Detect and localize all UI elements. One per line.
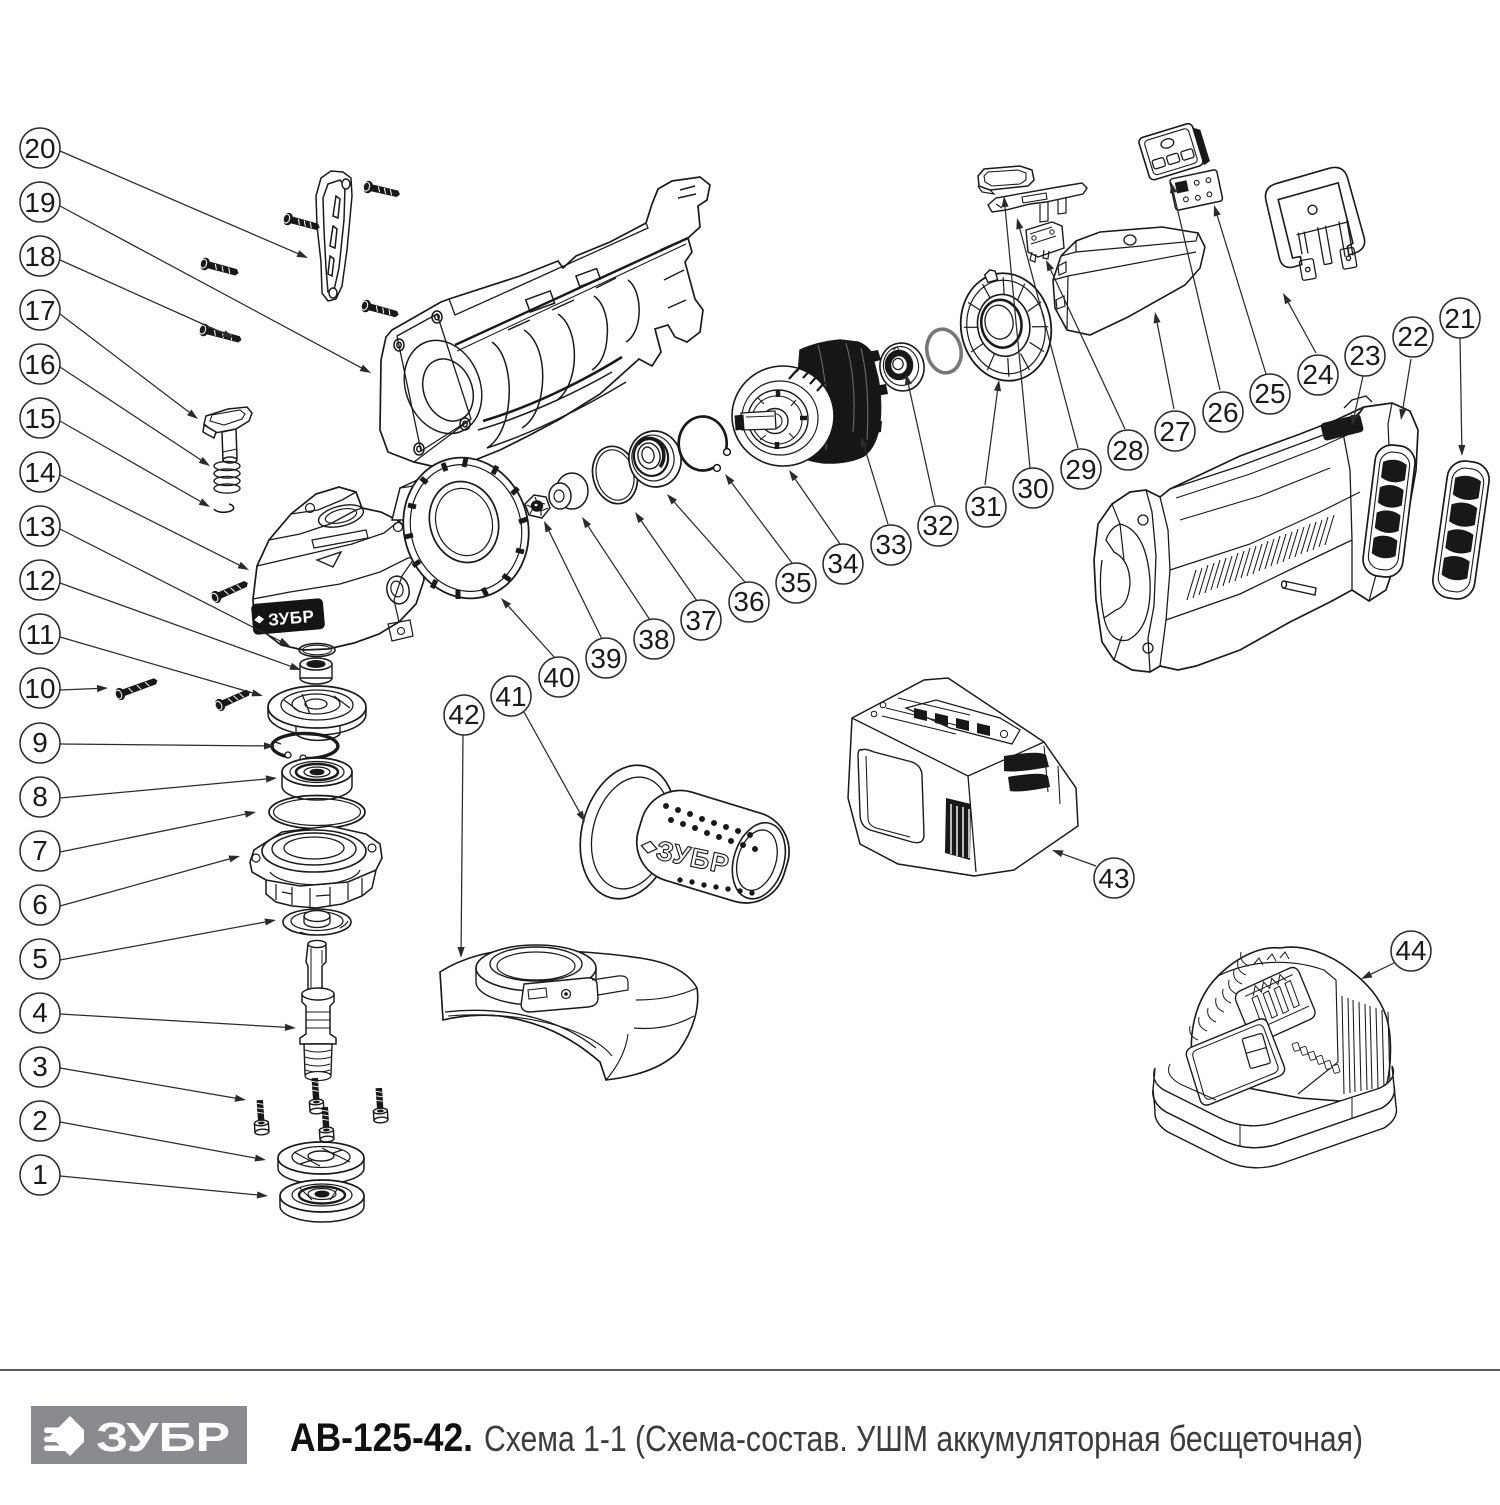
svg-text:31: 31 xyxy=(970,491,1001,522)
svg-text:4: 4 xyxy=(32,997,48,1028)
svg-text:30: 30 xyxy=(1017,473,1048,504)
svg-text:12: 12 xyxy=(24,565,55,596)
svg-text:16: 16 xyxy=(24,349,55,380)
svg-text:11: 11 xyxy=(25,619,54,650)
svg-text:13: 13 xyxy=(24,511,55,542)
svg-text:2: 2 xyxy=(32,1105,48,1136)
svg-text:Схема 1-1 (Схема-состав. УШМ а: Схема 1-1 (Схема-состав. УШМ аккумулятор… xyxy=(484,1418,1363,1459)
svg-text:10: 10 xyxy=(24,673,55,704)
svg-text:ЗУБР: ЗУБР xyxy=(96,1414,230,1460)
svg-text:22: 22 xyxy=(1397,321,1428,352)
svg-text:6: 6 xyxy=(32,889,48,920)
svg-text:25: 25 xyxy=(1254,378,1285,409)
svg-text:9: 9 xyxy=(32,727,48,758)
svg-text:34: 34 xyxy=(827,548,858,579)
svg-text:23: 23 xyxy=(1349,340,1380,371)
svg-text:35: 35 xyxy=(780,567,811,598)
svg-text:1: 1 xyxy=(32,1159,48,1190)
svg-text:44: 44 xyxy=(1395,935,1426,966)
svg-text:АВ-125-42.: АВ-125-42. xyxy=(290,1416,473,1460)
svg-text:28: 28 xyxy=(1112,435,1143,466)
svg-text:43: 43 xyxy=(1098,863,1129,894)
svg-text:21: 21 xyxy=(1444,303,1475,334)
svg-text:33: 33 xyxy=(875,529,906,560)
svg-text:36: 36 xyxy=(733,586,764,617)
svg-text:20: 20 xyxy=(24,133,55,164)
svg-text:18: 18 xyxy=(24,241,55,272)
svg-text:24: 24 xyxy=(1302,359,1333,390)
svg-text:38: 38 xyxy=(638,624,669,655)
svg-text:29: 29 xyxy=(1065,454,1096,485)
svg-text:17: 17 xyxy=(24,295,55,326)
svg-text:7: 7 xyxy=(32,835,48,866)
svg-text:40: 40 xyxy=(543,662,574,693)
svg-text:8: 8 xyxy=(32,781,48,812)
svg-text:3: 3 xyxy=(32,1051,48,1082)
svg-text:32: 32 xyxy=(922,510,953,541)
svg-text:19: 19 xyxy=(24,187,55,218)
svg-text:27: 27 xyxy=(1159,416,1190,447)
svg-text:37: 37 xyxy=(685,605,716,636)
svg-text:26: 26 xyxy=(1207,397,1238,428)
svg-text:14: 14 xyxy=(24,457,55,488)
svg-text:15: 15 xyxy=(24,403,55,434)
svg-text:39: 39 xyxy=(590,643,621,674)
svg-text:ЗУБР: ЗУБР xyxy=(267,607,315,630)
svg-text:41: 41 xyxy=(495,681,526,712)
svg-text:5: 5 xyxy=(32,943,48,974)
svg-text:42: 42 xyxy=(448,699,479,730)
